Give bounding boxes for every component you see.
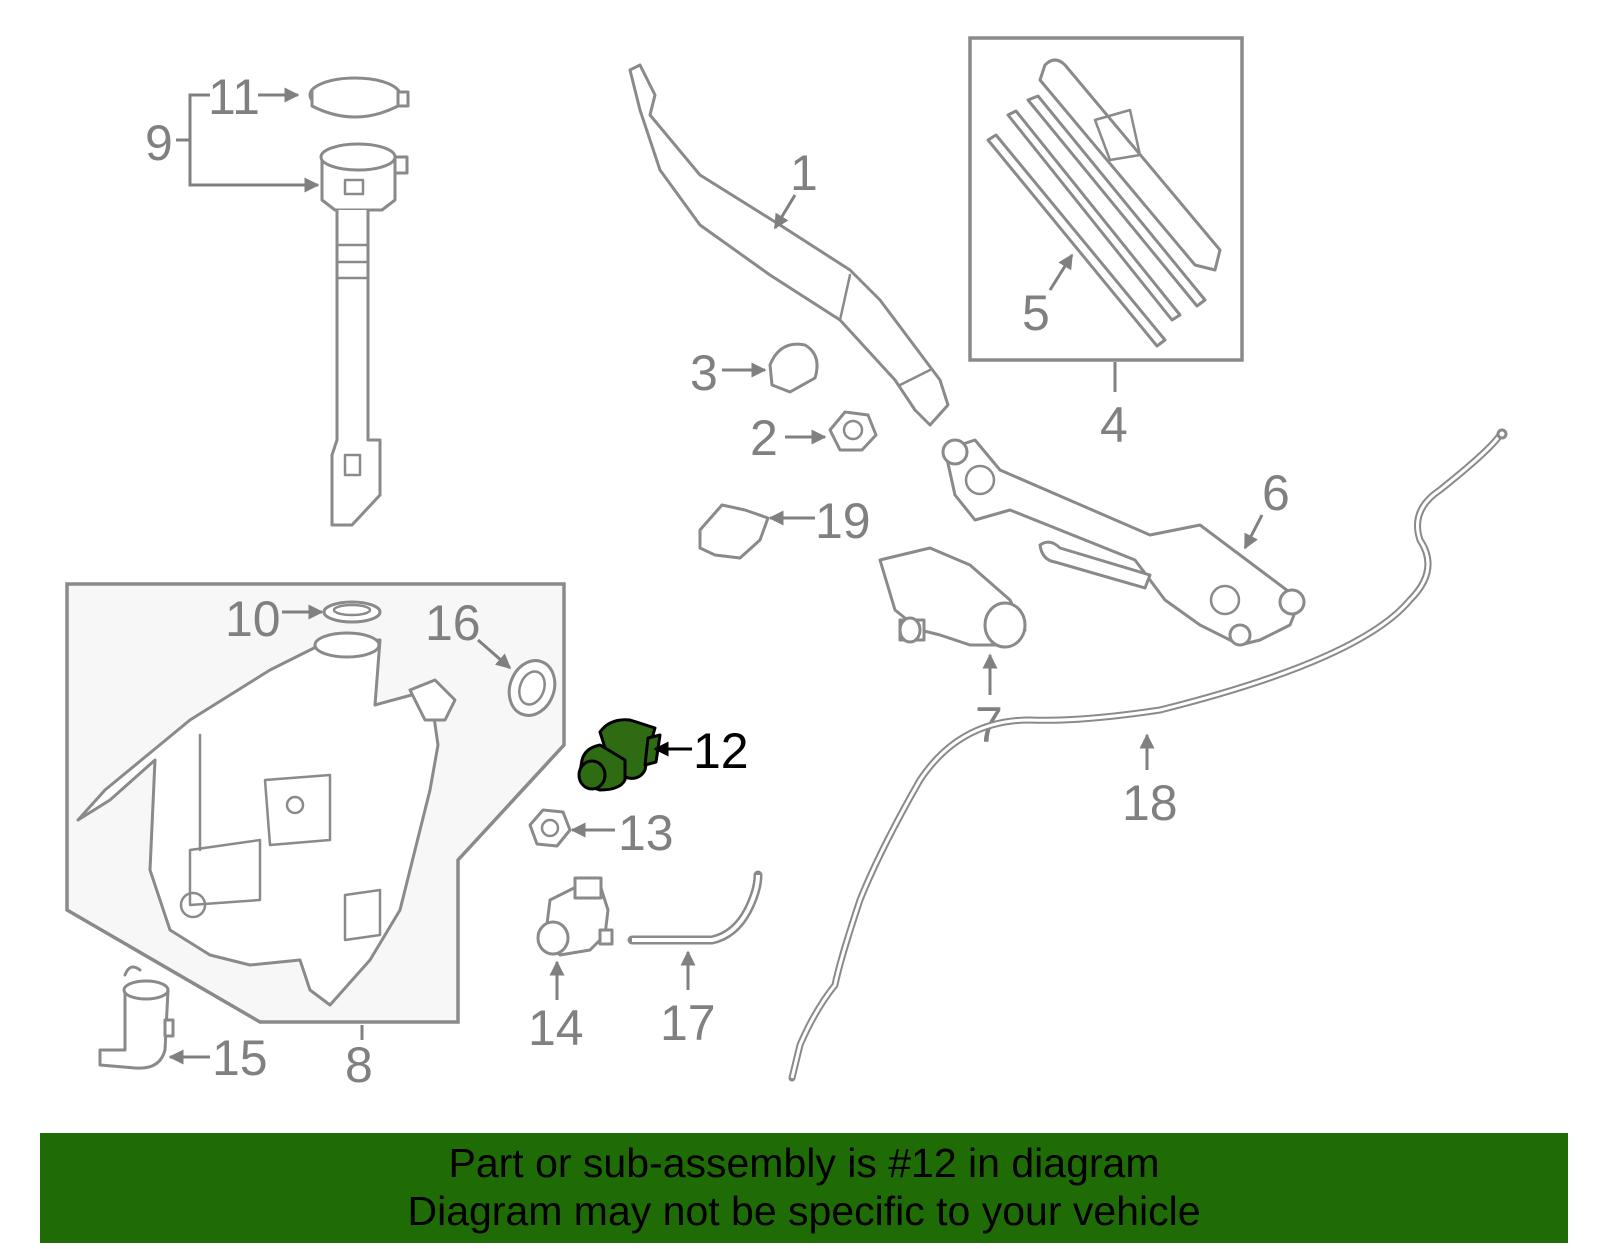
banner-line-disclaimer: Diagram may not be specific to your vehi…	[407, 1188, 1201, 1234]
callout-16: 16	[425, 595, 481, 651]
info-banner: Part or sub-assembly is #12 in diagram D…	[40, 1133, 1568, 1243]
callout-17: 17	[660, 995, 716, 1051]
callout-13: 13	[618, 805, 674, 861]
reservoir-seal	[322, 600, 382, 624]
level-sensor	[536, 876, 614, 957]
wiper-arm	[628, 63, 950, 427]
pump-grommet	[507, 659, 557, 717]
banner-line-part-number: Part or sub-assembly is #12 in diagram	[448, 1140, 1160, 1186]
pump-hose	[632, 874, 760, 942]
pump-nut	[528, 808, 572, 848]
callout-6: 6	[1262, 465, 1290, 521]
washer-hose	[790, 434, 1502, 1079]
wiper-motor	[878, 546, 1027, 649]
callout-19: 19	[815, 493, 871, 549]
callout-2: 2	[750, 410, 778, 466]
arm-nut	[828, 410, 878, 452]
wiper-blade	[986, 58, 1222, 348]
blade-assembly-box	[968, 36, 1244, 362]
callout-1: 1	[790, 145, 818, 201]
callout-11: 11	[208, 69, 260, 125]
callout-10: 10	[225, 591, 281, 647]
callout-4: 4	[1100, 397, 1128, 453]
arm-cover-cap	[768, 342, 819, 394]
callout-9: 9	[145, 115, 173, 171]
callout-8: 8	[345, 1037, 373, 1093]
washer-reservoir	[76, 631, 457, 1007]
filler-neck-assembly	[176, 76, 410, 527]
callout-5: 5	[1022, 285, 1050, 341]
callout-18: 18	[1122, 775, 1178, 831]
wiper-linkage	[941, 438, 1306, 647]
filler-elbow	[98, 965, 175, 1070]
wiring-clip	[698, 503, 770, 560]
callout-3: 3	[690, 345, 718, 401]
callout-15: 15	[212, 1030, 268, 1086]
callout-14: 14	[528, 1000, 584, 1056]
callout-12: 12	[693, 723, 749, 779]
washer-pump-highlighted	[577, 718, 662, 792]
